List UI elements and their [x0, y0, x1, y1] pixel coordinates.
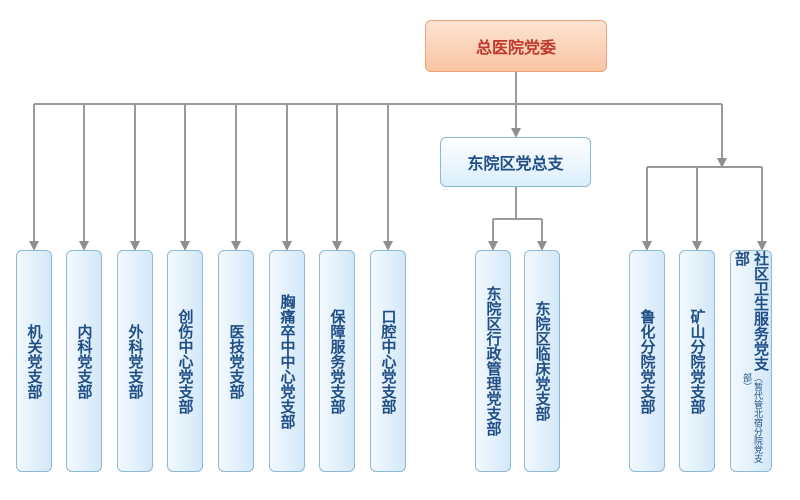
branch-label: 鲁化分院党支部: [638, 308, 657, 414]
branch-label: 矿山分院党支部: [688, 308, 707, 414]
east-campus-node: 东院区党总支: [440, 137, 591, 187]
branch-label: 医技党支部: [227, 323, 246, 399]
branch-node: 外科党支部: [117, 250, 153, 472]
east-branch-node: 东院区行政管理党支部: [475, 250, 511, 472]
branch-label: 东院区临床党支部: [533, 301, 552, 421]
branch-node: 医技党支部: [218, 250, 254, 472]
branch-label: 东院区行政管理党支部: [484, 286, 503, 436]
root-node: 总医院党委: [425, 20, 607, 72]
branch-node: 机关党支部: [16, 250, 52, 472]
community-note: （暂代管北宿分院党支部）: [741, 373, 762, 464]
branch-node: 口腔中心党支部: [370, 250, 406, 472]
east-campus-label: 东院区党总支: [467, 154, 564, 173]
branch-node: 创伤中心党支部: [167, 250, 203, 472]
branch-node: 胸痛卒中中心党支部: [269, 250, 305, 472]
community-node: 社区卫生服务党支部 （暂代管北宿分院党支部）: [730, 250, 772, 472]
east-branch-node: 东院区临床党支部: [524, 250, 560, 472]
branch-label: 口腔中心党支部: [379, 308, 398, 414]
community-label: 社区卫生服务党支部: [733, 251, 770, 371]
branch-label: 机关党支部: [25, 323, 44, 399]
branch-node: 内科党支部: [66, 250, 102, 472]
sub-hospital-node: 鲁化分院党支部: [629, 250, 665, 472]
root-label: 总医院党委: [475, 38, 556, 57]
branch-node: 保障服务党支部: [319, 250, 355, 472]
branch-label: 外科党支部: [126, 323, 145, 399]
branch-label: 创伤中心党支部: [176, 308, 195, 414]
branch-label: 胸痛卒中中心党支部: [278, 293, 297, 429]
branch-label: 保障服务党支部: [328, 308, 347, 414]
branch-label: 内科党支部: [75, 323, 94, 399]
sub-hospital-node: 矿山分院党支部: [679, 250, 715, 472]
